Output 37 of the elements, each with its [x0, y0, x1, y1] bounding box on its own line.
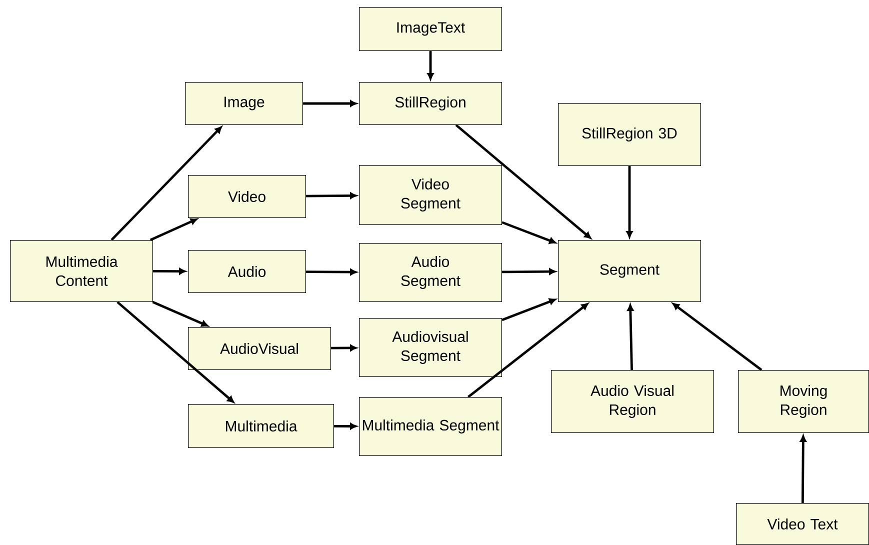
process-box: Audio Visual Region: [551, 370, 714, 433]
process-box: Multimedia Content: [10, 240, 154, 302]
arrow: [468, 303, 588, 398]
arrow: [331, 344, 357, 352]
process-box: Video Text: [736, 503, 869, 545]
process-box: Audiovisual Segment: [359, 318, 502, 377]
process-box: Audio Segment: [359, 243, 502, 302]
arrow: [627, 304, 634, 370]
process-box: Image: [185, 82, 303, 125]
arrow: [306, 268, 357, 276]
arrow: [110, 126, 222, 241]
process-box: ImageText: [359, 7, 502, 51]
arrow: [334, 423, 357, 430]
process-box: StillRegion: [359, 82, 502, 125]
process-box: StillRegion 3D: [558, 103, 701, 166]
arrow: [303, 100, 357, 107]
arrow: [502, 298, 556, 322]
arrow: [502, 221, 556, 244]
process-box: Segment: [558, 240, 701, 302]
arrow: [626, 166, 633, 238]
arrow: [306, 192, 357, 199]
process-box: AudioVisual: [188, 327, 331, 370]
process-box: Video: [188, 175, 306, 218]
arrow: [152, 300, 208, 327]
arrow: [116, 301, 234, 403]
process-box: Audio: [188, 250, 306, 293]
process-box: Moving Region: [738, 370, 869, 433]
process-box: Video Segment: [359, 165, 502, 225]
arrow: [150, 218, 198, 242]
arrow: [427, 51, 434, 80]
arrow: [502, 268, 556, 275]
arrow: [672, 303, 762, 371]
process-box: Multimedia Segment: [359, 397, 502, 456]
arrow: [800, 435, 806, 503]
arrow: [455, 124, 592, 239]
process-box: Multimedia: [188, 404, 334, 448]
arrow: [153, 268, 186, 274]
